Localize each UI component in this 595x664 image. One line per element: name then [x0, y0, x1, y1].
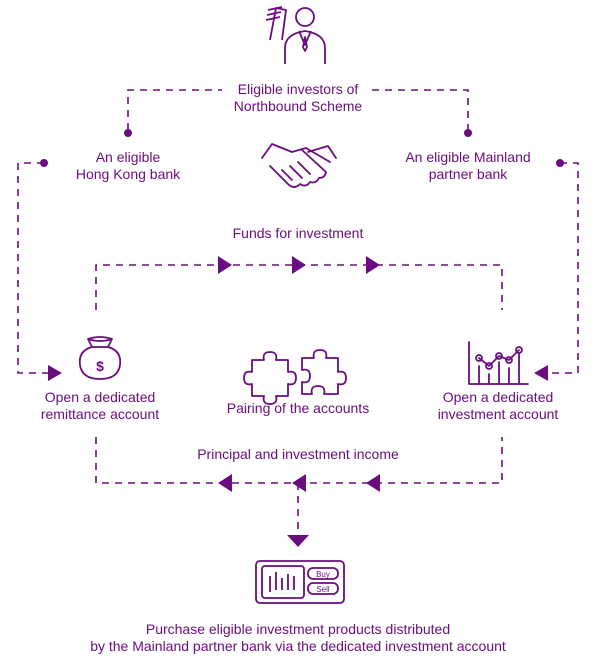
investors-line2: Northbound Scheme [233, 98, 363, 114]
line-chart-icon [468, 341, 529, 385]
dot-hk-left [40, 159, 48, 167]
hk-bank-line1: An eligible [95, 149, 161, 165]
investors-label: Eligible investors of Northbound Scheme [198, 81, 398, 115]
connector-hkbank-remittance [17, 162, 48, 374]
arrow-funds-2 [292, 256, 306, 274]
purchase-line2: by the Mainland partner bank via the ded… [90, 638, 506, 654]
dollar-glyph: $ [96, 358, 104, 374]
purchase-label: Purchase eligible investment products di… [30, 621, 566, 655]
mainland-bank-label: An eligible Mainland partner bank [378, 149, 558, 183]
purchase-line1: Purchase eligible investment products di… [145, 621, 451, 637]
arrow-funds-3 [366, 256, 380, 274]
principal-flow-label: Principal and investment income [197, 446, 399, 462]
arrow-principal-1 [366, 474, 380, 492]
hk-bank-label: An eligible Hong Kong bank [48, 149, 208, 183]
funds-flow-label: Funds for investment [232, 225, 364, 241]
buy-label: Buy [316, 570, 330, 579]
investors-line1: Eligible investors of [237, 81, 359, 97]
investment-line1: Open a dedicated [442, 389, 554, 405]
connector-funds [95, 264, 503, 310]
mainland-bank-line1: An eligible Mainland [405, 149, 531, 165]
hk-bank-line2: Hong Kong bank [75, 166, 181, 182]
dot-mainland-right [556, 159, 564, 167]
investor-icon [265, 6, 326, 64]
arrow-to-purchase [287, 535, 309, 547]
handshake-icon [261, 143, 337, 188]
investment-line2: investment account [437, 406, 559, 422]
investment-account-label: Open a dedicated investment account [408, 389, 588, 423]
connector-mainland-investment [548, 162, 579, 374]
dot-hk [124, 129, 132, 137]
connector-investors-banks [127, 89, 469, 130]
money-bag-icon [78, 336, 122, 380]
remittance-line1: Open a dedicated [44, 389, 156, 405]
remittance-line2: remittance account [40, 406, 160, 422]
arrow-into-remittance [48, 365, 62, 381]
remittance-account-label: Open a dedicated remittance account [10, 389, 190, 423]
sell-label: Sell [316, 585, 330, 594]
arrow-funds-1 [218, 256, 232, 274]
mainland-bank-line2: partner bank [428, 166, 508, 182]
trading-terminal-icon [255, 560, 345, 604]
pairing-label: Pairing of the accounts [226, 400, 370, 416]
arrow-principal-2 [292, 474, 306, 492]
dot-mainland [464, 129, 472, 137]
puzzle-icon [243, 349, 347, 405]
arrow-into-investment [534, 365, 548, 381]
arrow-principal-3 [218, 474, 232, 492]
